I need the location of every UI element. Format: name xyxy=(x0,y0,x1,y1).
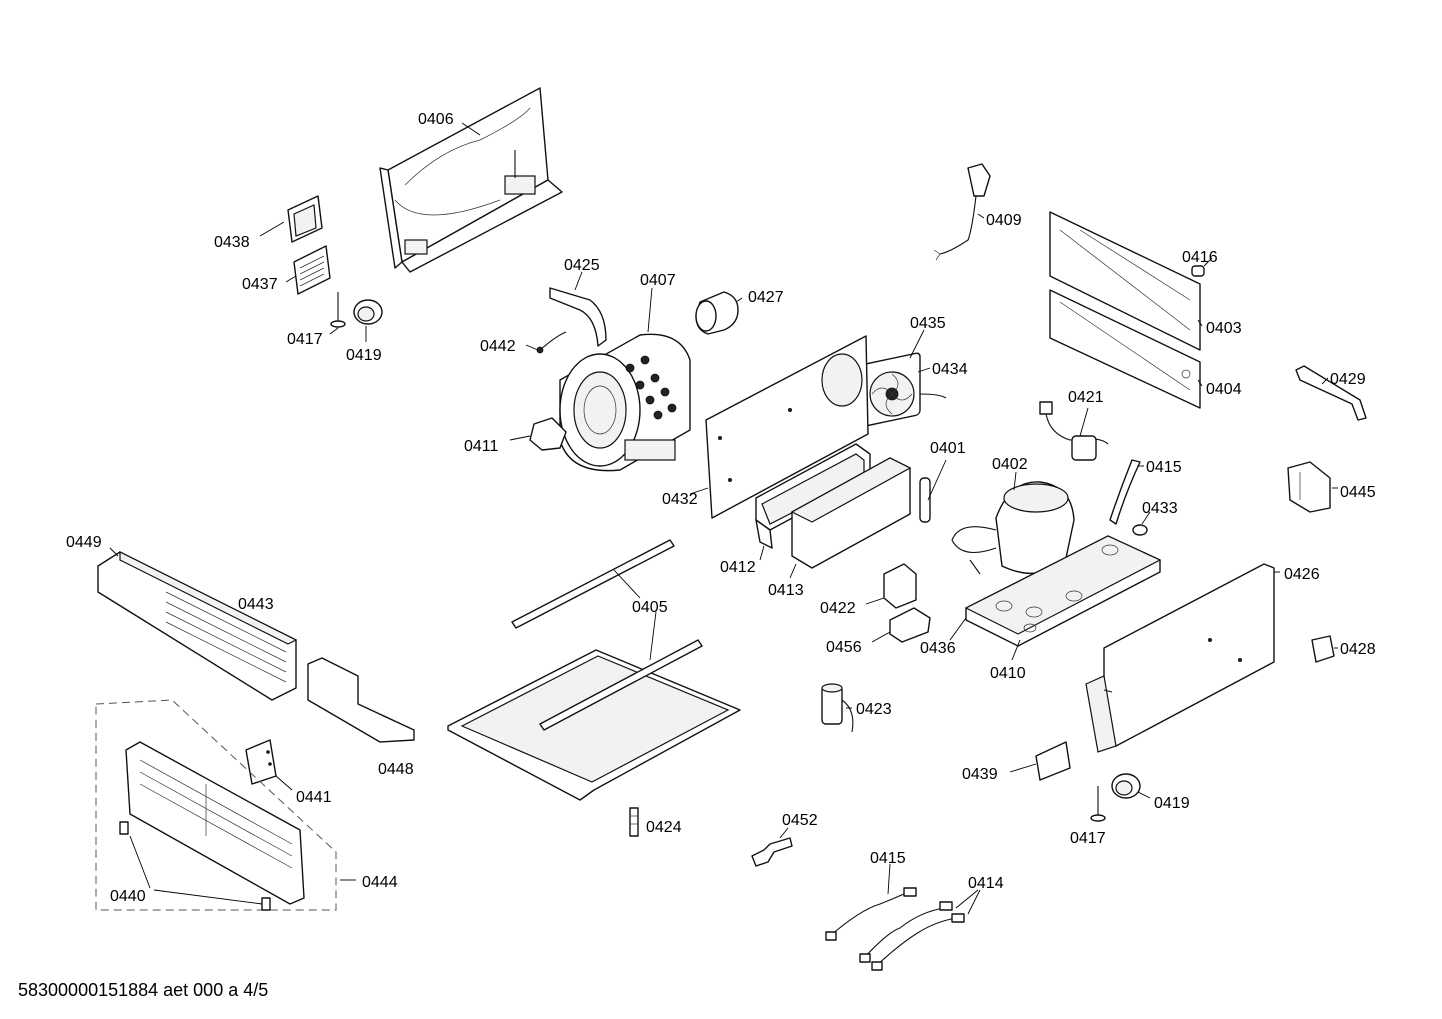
part-0415-drain-tube[interactable] xyxy=(1109,459,1141,525)
part-0404-insulation-panel[interactable] xyxy=(1049,289,1201,409)
label-0435: 0435 xyxy=(910,315,946,332)
document-reference: 58300000151884 aet 000 a 4/5 xyxy=(18,980,269,1000)
part-0427-damper-cylinder[interactable] xyxy=(695,291,739,335)
part-0421-relay-wiring[interactable] xyxy=(1039,401,1109,461)
part-labels: 0406 0438 0437 0417 0419 0425 0407 0427 … xyxy=(66,111,1376,905)
part-0402-compressor[interactable] xyxy=(951,481,1075,575)
label-0404: 0404 xyxy=(1206,381,1242,398)
label-0410: 0410 xyxy=(990,665,1026,682)
label-0442: 0442 xyxy=(480,338,516,355)
label-0436: 0436 xyxy=(920,640,956,657)
part-0442-sensor[interactable] xyxy=(536,331,567,354)
label-0433: 0433 xyxy=(1142,500,1178,517)
part-0416-fitting[interactable] xyxy=(1191,265,1205,277)
label-0416: 0416 xyxy=(1182,249,1218,266)
label-0405: 0405 xyxy=(632,599,668,616)
label-0426: 0426 xyxy=(1284,566,1320,583)
part-0413-evaporator-box[interactable] xyxy=(790,457,912,569)
label-0413: 0413 xyxy=(768,582,804,599)
label-0415: 0415 xyxy=(1146,459,1182,476)
part-0439-cover[interactable] xyxy=(1035,741,1071,781)
label-0406: 0406 xyxy=(418,111,454,128)
label-0448: 0448 xyxy=(378,761,414,778)
label-0412: 0412 xyxy=(720,559,756,576)
part-0415-wire-harness[interactable] xyxy=(825,887,917,941)
label-0401: 0401 xyxy=(930,440,966,457)
label-0444: 0444 xyxy=(362,874,398,891)
label-0452: 0452 xyxy=(782,812,818,829)
part-0443-front-grille[interactable] xyxy=(97,551,298,701)
label-0423: 0423 xyxy=(856,701,892,718)
label-0419: 0419 xyxy=(346,347,382,364)
part-0424-connector-block[interactable] xyxy=(629,807,639,837)
part-0452-clip[interactable] xyxy=(751,837,793,867)
part-0405-frame[interactable] xyxy=(447,539,741,801)
label-0417b: 0417 xyxy=(1070,830,1106,847)
part-0407-fan-housing[interactable] xyxy=(559,333,691,472)
label-0427: 0427 xyxy=(748,289,784,306)
part-0419-roller-bottom[interactable] xyxy=(1111,773,1141,799)
part-0437-vent-bracket[interactable] xyxy=(293,245,331,295)
part-0456-overload-protector[interactable] xyxy=(889,607,931,643)
label-0428: 0428 xyxy=(1340,641,1376,658)
part-0403-cover-panel[interactable] xyxy=(1049,211,1201,351)
part-0434-fan-motor[interactable] xyxy=(863,352,947,427)
label-0415b: 0415 xyxy=(870,850,906,867)
label-0456: 0456 xyxy=(826,639,862,656)
label-0441: 0441 xyxy=(296,789,332,806)
part-0422-start-relay[interactable] xyxy=(883,563,917,609)
part-0417-screw-top[interactable] xyxy=(330,292,346,328)
label-0443: 0443 xyxy=(238,596,274,613)
label-0424: 0424 xyxy=(646,819,682,836)
part-0425-bracket[interactable] xyxy=(549,287,607,347)
part-0426-side-panel[interactable] xyxy=(1085,563,1275,753)
part-0409-power-cord[interactable] xyxy=(933,163,991,261)
part-0423-capacitor[interactable] xyxy=(821,683,854,733)
part-0419-roller-top[interactable] xyxy=(353,299,383,325)
label-0434: 0434 xyxy=(932,361,968,378)
label-0409: 0409 xyxy=(986,212,1022,229)
part-0438-bracket[interactable] xyxy=(287,195,323,243)
label-0402: 0402 xyxy=(992,456,1028,473)
part-0441-bracket[interactable] xyxy=(245,739,277,785)
label-0449: 0449 xyxy=(66,534,102,551)
part-0444-lower-grille[interactable] xyxy=(125,741,305,905)
part-0448-duct-bracket[interactable] xyxy=(307,657,415,743)
part-0411-seal-disc[interactable] xyxy=(529,417,567,451)
part-0406-back-panel[interactable] xyxy=(379,87,563,273)
label-0417: 0417 xyxy=(287,331,323,348)
label-0419b: 0419 xyxy=(1154,795,1190,812)
part-0414-wire-harness[interactable] xyxy=(859,901,965,971)
part-0445-relay-cover[interactable] xyxy=(1287,461,1331,513)
label-0425: 0425 xyxy=(564,257,600,274)
part-0429-bracket[interactable] xyxy=(1295,365,1367,421)
label-0440: 0440 xyxy=(110,888,146,905)
group-outline-0444 xyxy=(95,699,337,911)
part-0410-compressor-base[interactable] xyxy=(964,535,1162,647)
label-0403: 0403 xyxy=(1206,320,1242,337)
label-0439: 0439 xyxy=(962,766,998,783)
part-0417-screw-bottom[interactable] xyxy=(1090,786,1106,822)
label-0414: 0414 xyxy=(968,875,1004,892)
part-0401-filter-dryer[interactable] xyxy=(919,477,931,523)
label-0438: 0438 xyxy=(214,234,250,251)
part-0433-grommet[interactable] xyxy=(1132,524,1148,536)
label-0421: 0421 xyxy=(1068,389,1104,406)
label-0411: 0411 xyxy=(464,438,499,455)
label-0407: 0407 xyxy=(640,272,676,289)
part-0428-clip[interactable] xyxy=(1311,635,1335,663)
label-0429: 0429 xyxy=(1330,371,1366,388)
label-0432: 0432 xyxy=(662,491,698,508)
part-0432-evaporator-cover[interactable] xyxy=(705,335,869,519)
label-0422: 0422 xyxy=(820,600,856,617)
label-0445: 0445 xyxy=(1340,484,1376,501)
label-0437: 0437 xyxy=(242,276,278,293)
